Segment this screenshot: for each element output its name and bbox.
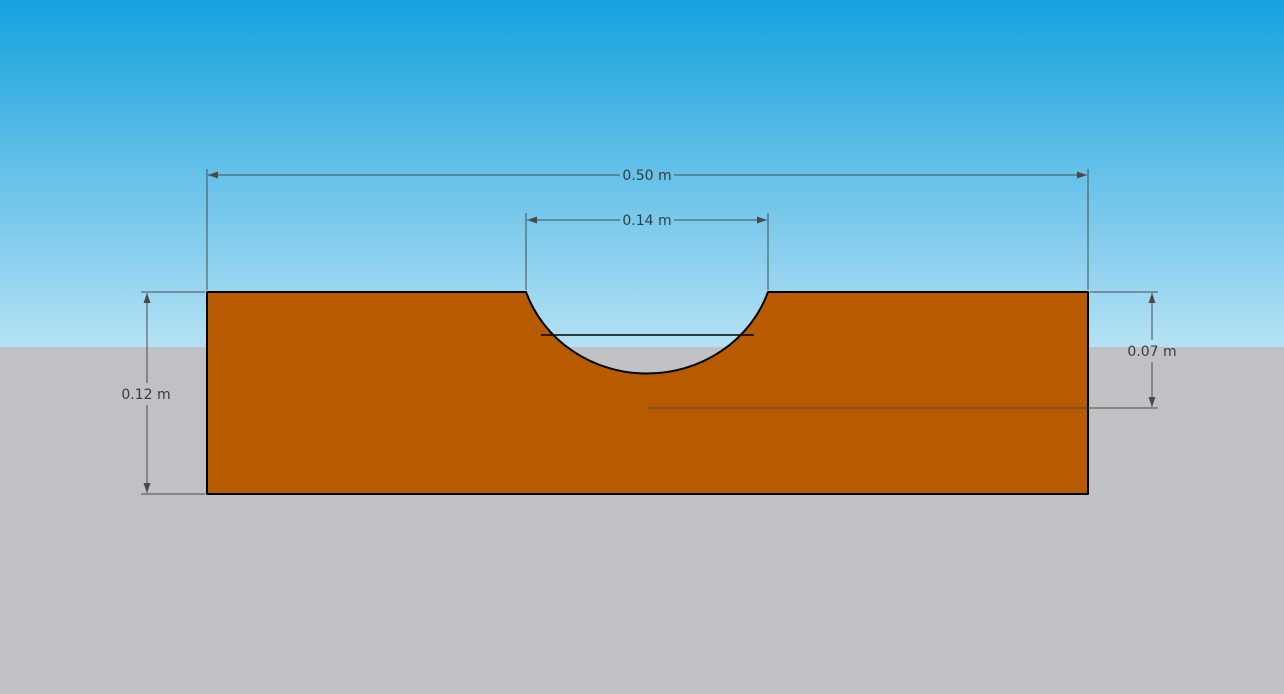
dimension-groove-width[interactable]: 0.14 m bbox=[525, 213, 769, 290]
grooved-block[interactable] bbox=[207, 292, 1088, 494]
dimension-overall-width[interactable]: 0.50 m bbox=[206, 168, 1089, 290]
dimension-groove-depth[interactable]: 0.07 m bbox=[647, 291, 1177, 409]
overall-width-label: 0.50 m bbox=[622, 168, 671, 184]
groove-width-label: 0.14 m bbox=[622, 213, 671, 229]
dimension-overall-height[interactable]: 0.12 m bbox=[121, 291, 205, 495]
overall-height-label: 0.12 m bbox=[121, 387, 170, 403]
grooved-block-outline bbox=[206, 291, 1089, 495]
groove-depth-label: 0.07 m bbox=[1127, 344, 1176, 360]
